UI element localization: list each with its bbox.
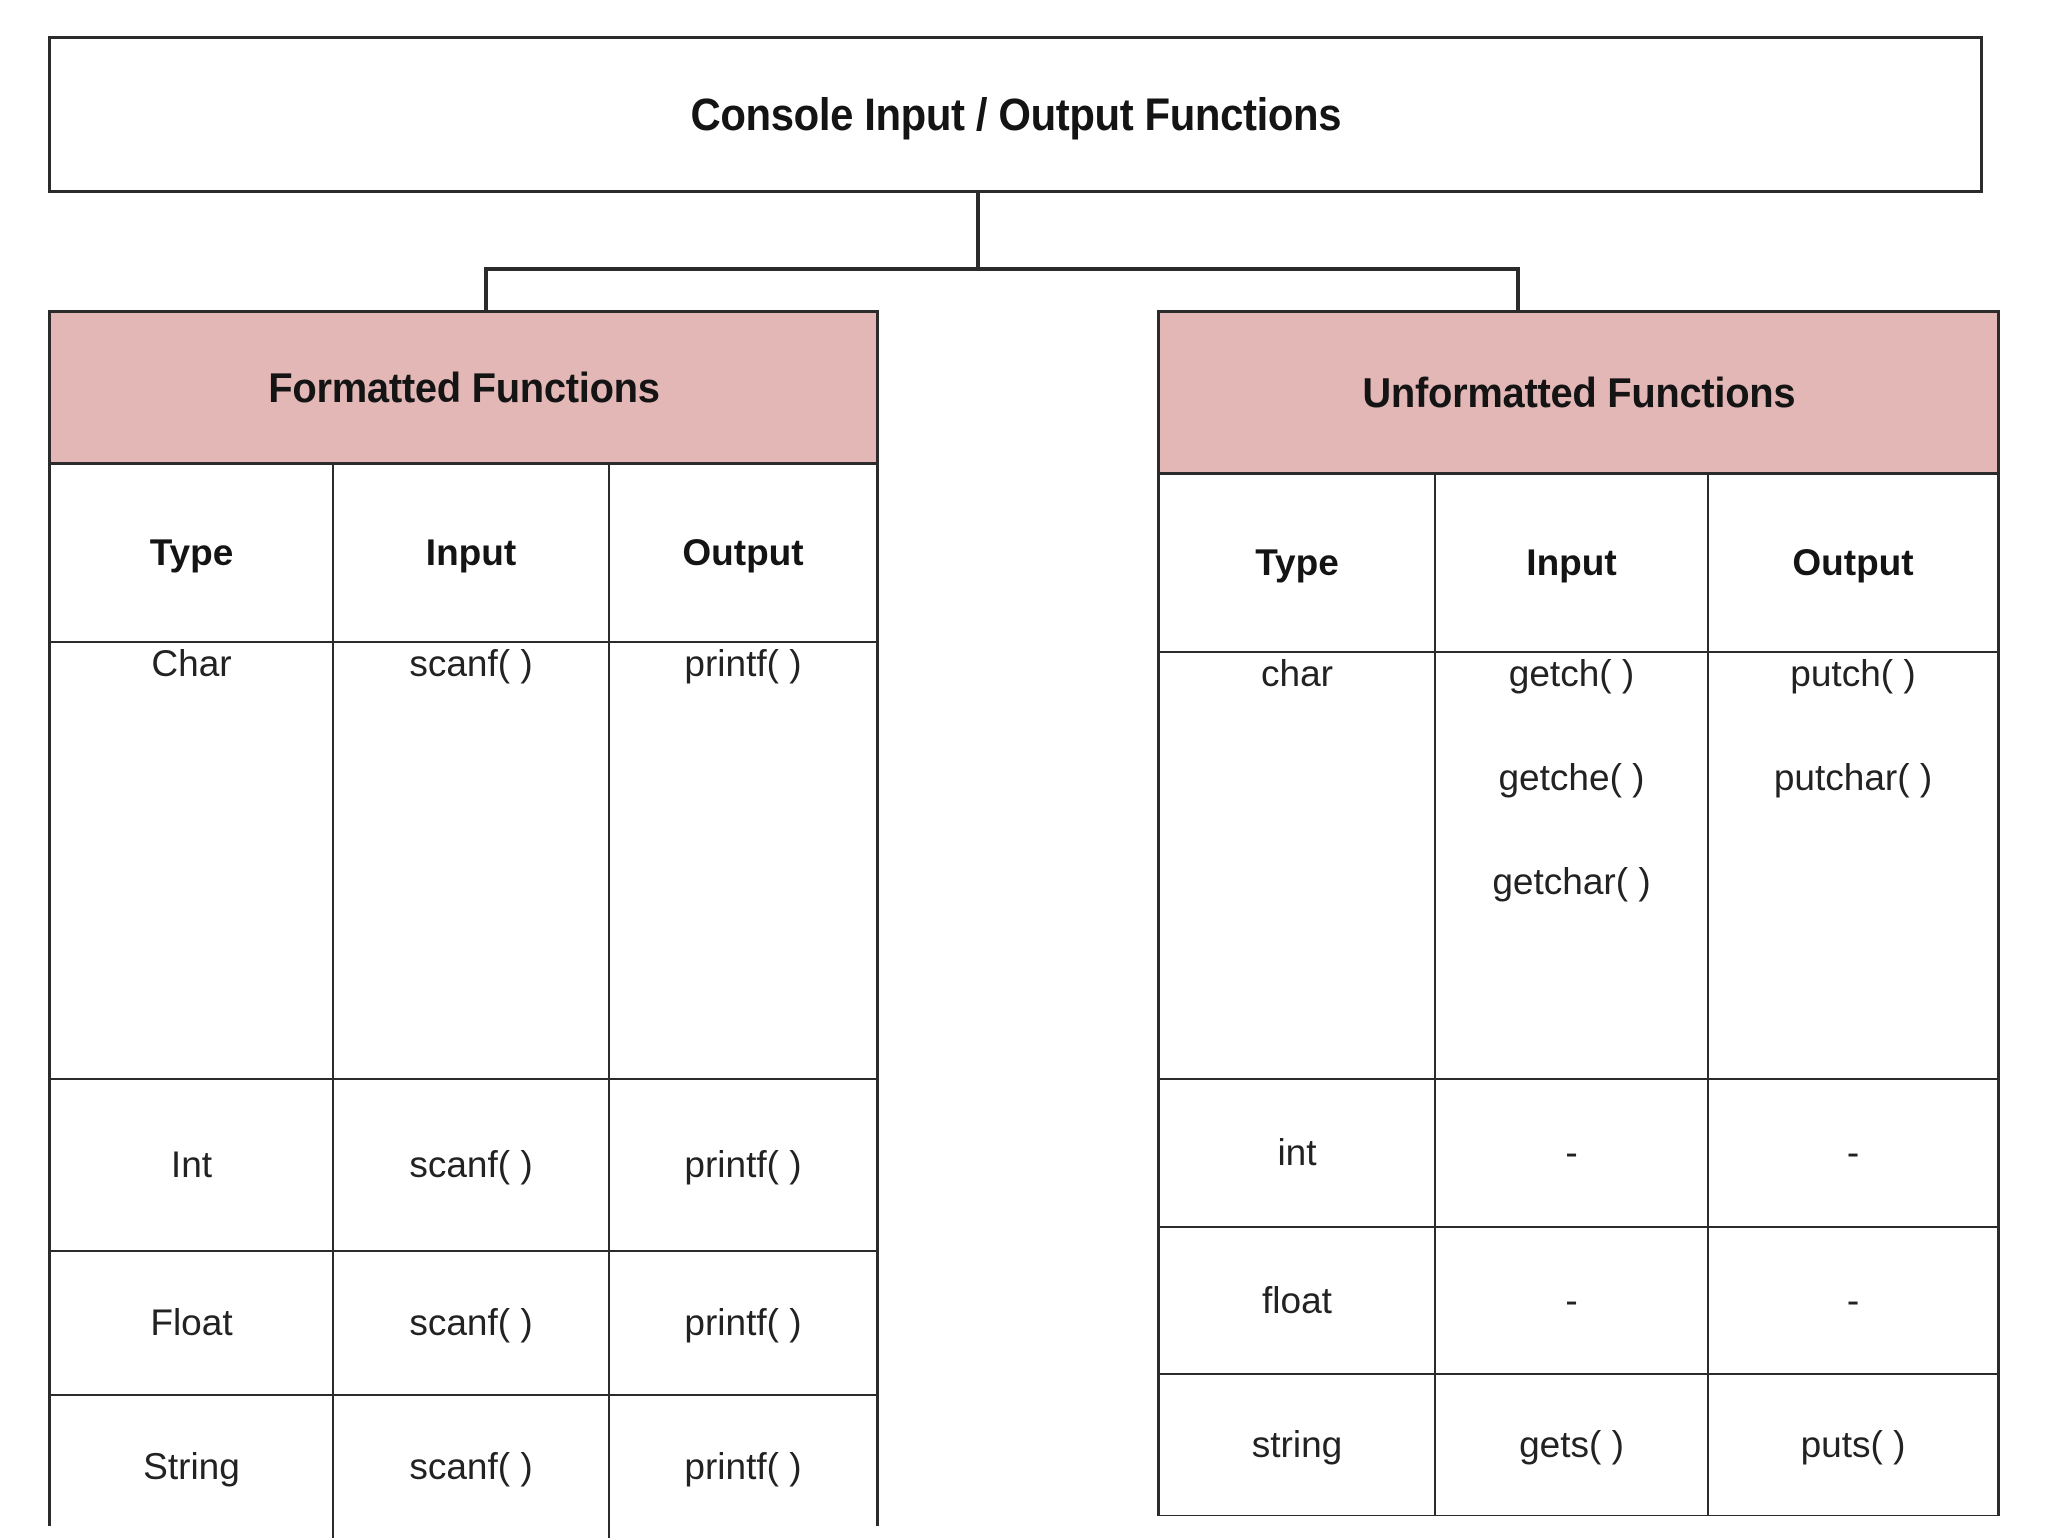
cell-input-float: scanf( ) <box>332 1251 610 1396</box>
table-row: Int scanf( ) printf( ) <box>51 1079 876 1252</box>
table-header-row: Type Input Output <box>1160 475 1997 653</box>
column-header-input: Input <box>332 465 610 643</box>
formatted-functions-header: Formatted Functions <box>51 313 876 465</box>
table-row: Char scanf( ) printf( ) <box>51 642 876 1080</box>
column-header-type: Type <box>1160 475 1436 653</box>
cell-output-int: - <box>1707 1079 1997 1228</box>
table-row: String scanf( ) printf( ) <box>51 1395 876 1538</box>
cell-type-char: Char <box>51 642 334 1080</box>
unformatted-functions-grid: Type Input Output char getch( ) getche( … <box>1160 475 1997 1515</box>
cell-type-char: char <box>1160 652 1436 1080</box>
function-putch: putch( ) <box>1790 653 1916 694</box>
connector-trunk-vertical <box>976 193 980 271</box>
column-header-input: Input <box>1434 475 1709 653</box>
cell-input-float: - <box>1434 1227 1709 1375</box>
root-node-console-io: Console Input / Output Functions <box>48 36 1983 193</box>
unformatted-functions-header: Unformatted Functions <box>1160 313 1997 475</box>
table-header-row: Type Input Output <box>51 465 876 643</box>
table-row: float - - <box>1160 1227 1997 1375</box>
root-node-title: Console Input / Output Functions <box>690 88 1341 140</box>
cell-input-char: getch( ) getche( ) getchar( ) <box>1434 652 1709 1080</box>
function-getche: getche( ) <box>1498 757 1645 798</box>
table-row: string gets( ) puts( ) <box>1160 1374 1997 1515</box>
table-row: int - - <box>1160 1079 1997 1228</box>
table-row: Float scanf( ) printf( ) <box>51 1251 876 1396</box>
cell-type-float: float <box>1160 1227 1436 1375</box>
cell-type-int: Int <box>51 1079 334 1252</box>
unformatted-functions-header-label: Unformatted Functions <box>1362 368 1795 416</box>
connector-branch-horizontal <box>484 267 1520 271</box>
output-function-list: putch( ) putchar( ) <box>1709 653 1997 799</box>
cell-type-string: String <box>51 1395 334 1538</box>
cell-input-string: gets( ) <box>1434 1374 1709 1515</box>
cell-output-string: puts( ) <box>1707 1374 1997 1515</box>
column-header-output: Output <box>608 465 876 643</box>
cell-output-float: - <box>1707 1227 1997 1375</box>
column-header-output: Output <box>1707 475 1997 653</box>
input-function-list: getch( ) getche( ) getchar( ) <box>1436 653 1707 903</box>
cell-output-int: printf( ) <box>608 1079 876 1252</box>
cell-input-int: - <box>1434 1079 1709 1228</box>
cell-output-char: printf( ) <box>608 642 876 1080</box>
unformatted-functions-table: Unformatted Functions Type Input Output … <box>1157 310 2000 1516</box>
cell-output-string: printf( ) <box>608 1395 876 1538</box>
cell-input-int: scanf( ) <box>332 1079 610 1252</box>
cell-input-string: scanf( ) <box>332 1395 610 1538</box>
table-row: char getch( ) getche( ) getchar( ) putch… <box>1160 652 1997 1080</box>
function-getchar: getchar( ) <box>1492 861 1651 902</box>
cell-type-string: string <box>1160 1374 1436 1515</box>
cell-type-float: Float <box>51 1251 334 1396</box>
formatted-functions-grid: Type Input Output Char scanf( ) printf( … <box>51 465 876 1538</box>
column-header-type: Type <box>51 465 334 643</box>
function-getch: getch( ) <box>1508 653 1635 694</box>
cell-type-int: int <box>1160 1079 1436 1228</box>
formatted-functions-header-label: Formatted Functions <box>267 363 660 411</box>
formatted-functions-table: Formatted Functions Type Input Output Ch… <box>48 310 879 1538</box>
cell-output-char: putch( ) putchar( ) <box>1707 652 1997 1080</box>
cell-input-char: scanf( ) <box>332 642 610 1080</box>
function-putchar: putchar( ) <box>1773 757 1933 798</box>
cell-output-float: printf( ) <box>608 1251 876 1396</box>
